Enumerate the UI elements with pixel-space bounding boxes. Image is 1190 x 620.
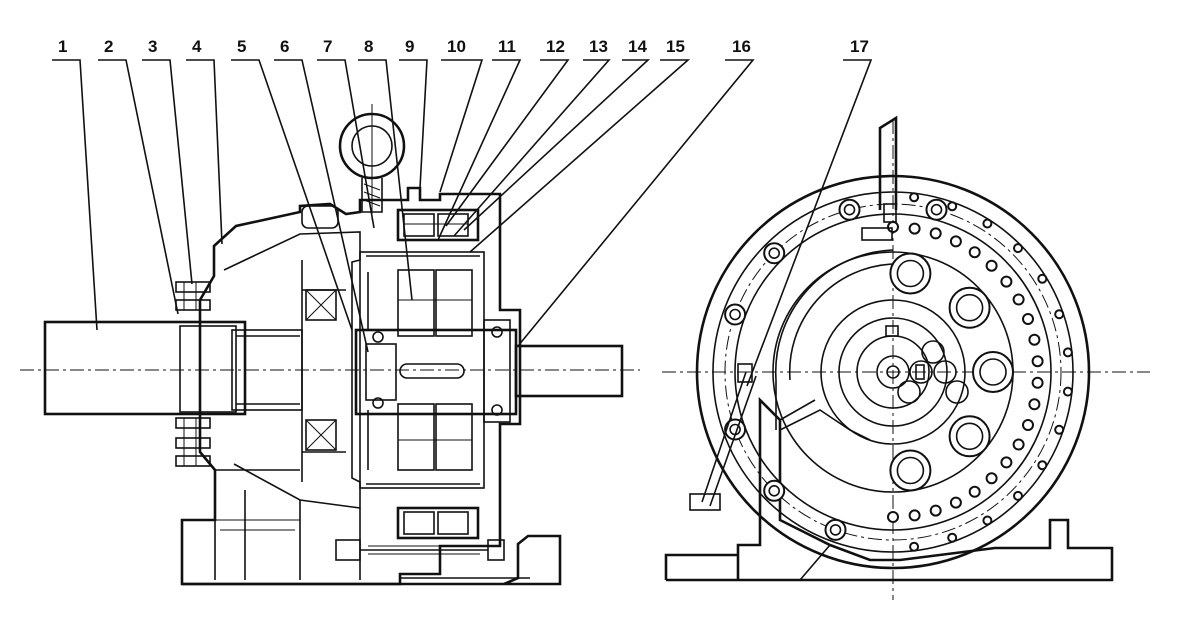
callout-12: 12 (546, 37, 565, 56)
output-roller (948, 415, 991, 458)
end-view-bolts (724, 198, 948, 541)
cycloid-hole (945, 380, 969, 404)
callout-13: 13 (589, 37, 608, 56)
callout-11: 11 (498, 37, 516, 56)
callout-5: 5 (237, 37, 246, 56)
ring-pin (1012, 293, 1025, 306)
ring-pin (949, 235, 962, 248)
flange-bolt (763, 242, 786, 265)
flange-bolt (724, 418, 747, 441)
ring-pin (887, 221, 899, 233)
ring-pin (1028, 333, 1041, 346)
end-view (662, 115, 1150, 600)
ring-pin (887, 511, 899, 523)
output-roller (889, 252, 932, 295)
outer-dot (1037, 460, 1048, 471)
ring-pin (985, 259, 998, 272)
output-roller (948, 286, 991, 329)
flange-bolt (763, 479, 786, 502)
outer-dot (982, 515, 993, 526)
output-roller-inner (955, 422, 984, 451)
output-roller-inner (979, 358, 1007, 386)
flange-bolt-inner (829, 524, 842, 536)
output-roller-inner (955, 293, 984, 322)
callout-10: 10 (447, 37, 466, 56)
callout-17: 17 (850, 37, 869, 56)
outer-dot (947, 532, 958, 543)
shaft-1 (43, 320, 247, 416)
ring-pin (1000, 275, 1013, 288)
callout-6: 6 (280, 37, 289, 56)
outer-dot (1013, 243, 1023, 254)
ring-pin (908, 222, 921, 235)
callout-7: 7 (323, 37, 332, 56)
callout-3: 3 (148, 37, 157, 56)
ring-pin (1028, 398, 1041, 411)
eccentric-shaft (354, 328, 518, 416)
ring-pin (929, 504, 942, 517)
outer-dot (1037, 273, 1048, 284)
callout-8: 8 (364, 37, 373, 56)
outer-dot (1013, 490, 1023, 501)
flange-bolt (724, 303, 747, 326)
callout-4: 4 (192, 37, 202, 56)
ring-pin (968, 485, 981, 498)
callout-2: 2 (104, 37, 113, 56)
output-roller (972, 351, 1014, 393)
ring-pin (1022, 419, 1034, 431)
ring-pin (908, 509, 921, 522)
tie-bolt (335, 539, 505, 561)
cycloid-hole (933, 360, 957, 384)
output-roller-inner (896, 456, 925, 485)
flange-bolt-inner (843, 203, 856, 216)
callout-15: 15 (666, 37, 685, 56)
cycloid-hole (897, 380, 921, 404)
housing-outer (695, 174, 1091, 570)
ring-pin (1022, 313, 1034, 325)
output-rollers (889, 252, 1014, 492)
ring-pin (949, 496, 962, 509)
flange-bolt-inner (729, 308, 741, 321)
outer-dot (947, 201, 958, 212)
outer-dot (1062, 347, 1073, 358)
outer-dot (1054, 309, 1065, 320)
ring-pin (1031, 376, 1044, 389)
ring-pin (1031, 355, 1044, 368)
flange-bolt (824, 518, 847, 541)
flange-bolt (925, 198, 948, 221)
leader-lines (52, 59, 873, 387)
end-view-base (666, 396, 1114, 582)
callout-labels: 1 2 3 4 5 6 7 8 9 10 11 12 13 14 15 16 1… (58, 37, 869, 56)
callout-1: 1 (58, 37, 67, 56)
ring-pin (1012, 438, 1025, 451)
output-roller-inner (896, 259, 925, 288)
cycloid-hole (909, 360, 933, 384)
ring-pin (1000, 456, 1013, 469)
outer-dot (909, 192, 920, 203)
ring-pins (887, 192, 1073, 552)
outer-dot (982, 218, 993, 229)
output-shaft (514, 344, 624, 398)
flange-bolts (175, 205, 339, 467)
flange-bolt-inner (930, 203, 943, 216)
cycloid-hole (921, 340, 945, 364)
callout-16: 16 (732, 37, 751, 56)
housing (180, 186, 522, 586)
section-view (20, 104, 640, 586)
outer-dot (1054, 424, 1065, 435)
output-roller (889, 449, 932, 492)
flange-bolt-inner (768, 247, 781, 259)
ring-pin (929, 227, 942, 240)
outer-dot (1062, 386, 1073, 397)
ring-pin (985, 472, 998, 485)
callout-14: 14 (628, 37, 647, 56)
ring-pin (968, 246, 981, 259)
flange-bolt (838, 198, 861, 221)
callout-9: 9 (405, 37, 414, 56)
flange-bolt-inner (768, 484, 781, 497)
outer-dot (909, 541, 920, 552)
